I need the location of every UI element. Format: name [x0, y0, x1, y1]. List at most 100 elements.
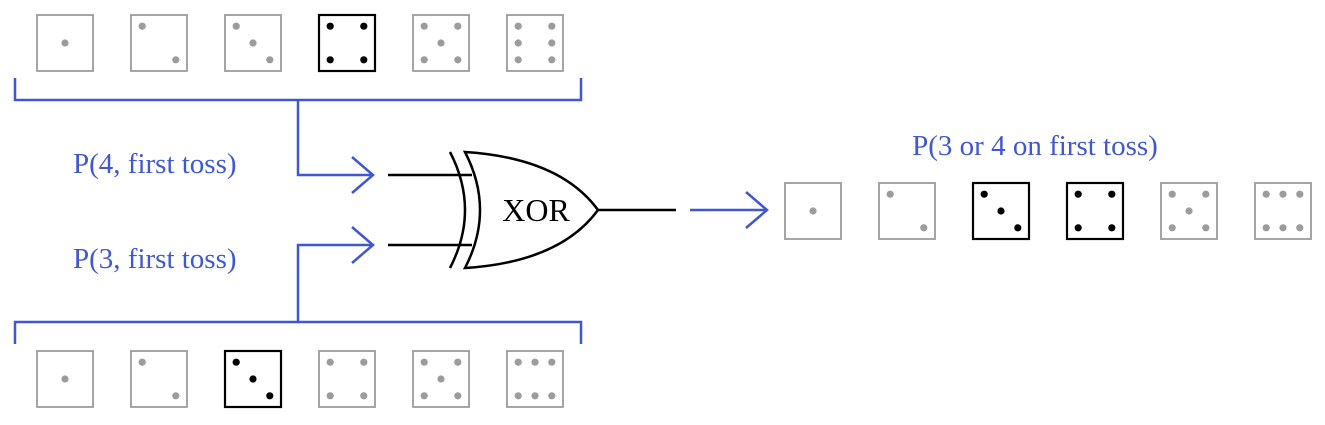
- top-die-6: [506, 14, 564, 72]
- die-pip: [1108, 190, 1116, 198]
- top-die-4-highlighted: [317, 13, 377, 73]
- die-pip: [232, 22, 240, 30]
- die-pip: [548, 392, 556, 400]
- output-die-6: [1254, 182, 1312, 240]
- die-pip: [326, 56, 334, 64]
- bottom-bracket: [13, 320, 583, 344]
- die-pip: [1262, 190, 1270, 198]
- bottom-die-5: [412, 350, 470, 408]
- die-pip: [1014, 224, 1022, 232]
- die-pip: [1108, 224, 1116, 232]
- die-face-border: [318, 350, 376, 408]
- bottom-die-6: [506, 350, 564, 408]
- die-pip: [266, 56, 274, 64]
- top-die-3: [224, 14, 282, 72]
- top-connector-arrow: [296, 100, 375, 194]
- die-pip: [1202, 190, 1210, 198]
- bottom-input-label: P(3, first toss): [73, 243, 237, 275]
- die-pip: [360, 56, 368, 64]
- xor-gate: [388, 150, 676, 270]
- die-pip: [266, 392, 274, 400]
- bottom-dice-row: [36, 349, 564, 409]
- die-pip: [249, 375, 257, 383]
- die-pip: [920, 224, 928, 232]
- die-pip: [138, 22, 146, 30]
- die-pip: [326, 392, 334, 400]
- die-pip: [809, 207, 817, 215]
- die-pip: [531, 392, 539, 400]
- die-pip: [138, 358, 146, 366]
- die-pip: [61, 375, 69, 383]
- die-pip: [172, 392, 180, 400]
- die-pip: [514, 39, 522, 47]
- die-pip: [420, 56, 428, 64]
- die-face-border: [130, 350, 188, 408]
- top-die-2: [130, 14, 188, 72]
- output-label: P(3 or 4 on first toss): [912, 130, 1158, 162]
- die-pip: [172, 56, 180, 64]
- die-face-border: [130, 14, 188, 72]
- bottom-die-2: [130, 350, 188, 408]
- die-pip: [360, 392, 368, 400]
- top-die-1: [36, 14, 94, 72]
- die-face-border: [878, 182, 936, 240]
- die-pip: [437, 375, 445, 383]
- output-dice-row: [784, 181, 1312, 241]
- die-pip: [437, 39, 445, 47]
- xor-gate-body: [462, 150, 600, 270]
- die-pip: [454, 392, 462, 400]
- die-pip: [514, 22, 522, 30]
- bottom-die-4: [318, 350, 376, 408]
- die-pip: [1279, 190, 1287, 198]
- die-pip: [420, 392, 428, 400]
- die-pip: [1185, 207, 1193, 215]
- die-pip: [514, 358, 522, 366]
- die-pip: [997, 207, 1005, 215]
- die-pip: [514, 56, 522, 64]
- top-input-label: P(4, first toss): [73, 148, 237, 180]
- die-pip: [1296, 190, 1304, 198]
- top-dice-row: [36, 13, 564, 73]
- output-arrow: [690, 191, 769, 229]
- output-die-2: [878, 182, 936, 240]
- die-pip: [420, 358, 428, 366]
- die-pip: [886, 190, 894, 198]
- die-pip: [1168, 224, 1176, 232]
- die-pip: [420, 22, 428, 30]
- die-pip: [548, 56, 556, 64]
- die-face-border: [1065, 181, 1125, 241]
- output-die-1: [784, 182, 842, 240]
- die-face-border: [317, 13, 377, 73]
- die-pip: [980, 190, 988, 198]
- die-pip: [326, 22, 334, 30]
- output-die-3-highlighted: [971, 181, 1031, 241]
- top-die-5: [412, 14, 470, 72]
- die-pip: [548, 39, 556, 47]
- die-pip: [61, 39, 69, 47]
- xor-extra-arc: [448, 151, 467, 269]
- output-die-5: [1160, 182, 1218, 240]
- gate-label: XOR: [502, 192, 570, 228]
- die-pip: [514, 392, 522, 400]
- die-pip: [360, 22, 368, 30]
- die-pip: [454, 358, 462, 366]
- die-pip: [1202, 224, 1210, 232]
- bottom-die-1: [36, 350, 94, 408]
- die-pip: [454, 56, 462, 64]
- output-die-4-highlighted: [1065, 181, 1125, 241]
- die-pip: [1168, 190, 1176, 198]
- die-pip: [1074, 224, 1082, 232]
- bottom-die-3-highlighted: [223, 349, 283, 409]
- die-pip: [249, 39, 257, 47]
- die-pip: [1296, 224, 1304, 232]
- die-pip: [326, 358, 334, 366]
- die-pip: [548, 358, 556, 366]
- die-pip: [1279, 224, 1287, 232]
- die-pip: [1262, 224, 1270, 232]
- top-bracket: [13, 78, 583, 102]
- die-pip: [454, 22, 462, 30]
- die-pip: [548, 22, 556, 30]
- die-pip: [531, 358, 539, 366]
- die-pip: [1074, 190, 1082, 198]
